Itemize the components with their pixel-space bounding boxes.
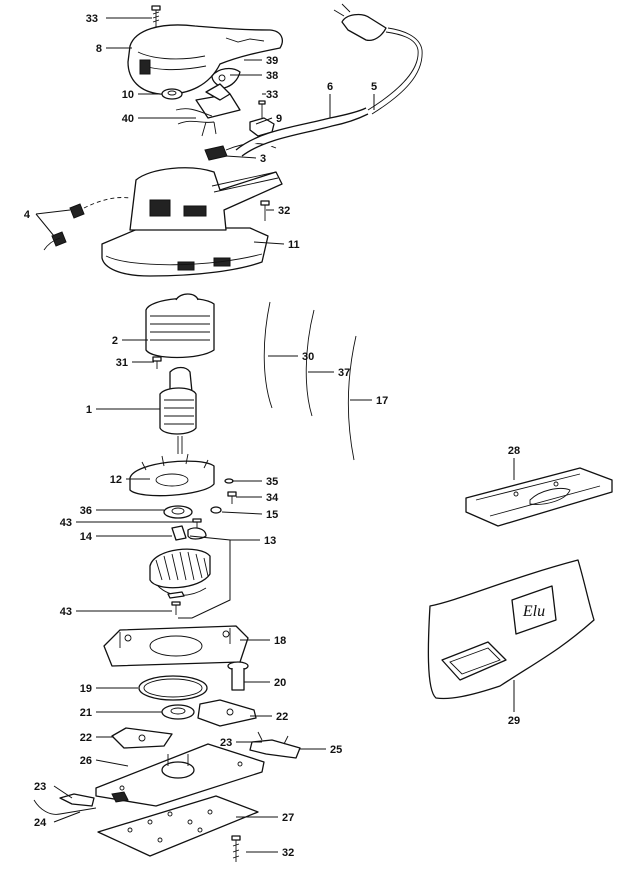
logo-mark: Elu: [522, 603, 545, 620]
power-cord-5: [235, 3, 423, 157]
label-1: 1: [86, 404, 92, 416]
stator-2: [145, 293, 215, 359]
label-14: 14: [80, 531, 93, 543]
label-39: 39: [266, 55, 278, 67]
label-37: 37: [338, 367, 350, 379]
label-26: 26: [80, 755, 92, 767]
label-38: 38: [266, 70, 278, 82]
spring-clip-25: [249, 731, 301, 759]
screw-33-mid: [258, 100, 266, 118]
label-13: 13: [264, 535, 276, 547]
fan-13: [149, 548, 211, 599]
pad-plate-26: [95, 743, 265, 807]
label-29: 29: [508, 715, 520, 727]
clip-39: [211, 67, 241, 89]
screw-32-top: [260, 200, 270, 221]
label-40: 40: [122, 113, 134, 125]
base-18: [103, 625, 249, 667]
label-17: 17: [376, 395, 388, 407]
carbon-brushes-4: [43, 197, 131, 251]
screw-31: [152, 356, 162, 369]
sanding-pad-27: [97, 795, 259, 857]
label-32-top: 32: [278, 205, 290, 217]
label-19: 19: [80, 683, 92, 695]
washer-35: [224, 478, 234, 484]
switch-40: [175, 83, 241, 137]
label-9: 9: [276, 113, 282, 125]
label-20: 20: [274, 677, 286, 689]
bearing-36: [163, 505, 193, 519]
label-28: 28: [508, 445, 520, 457]
bearing-21: [161, 704, 195, 720]
label-35: 35: [266, 476, 278, 488]
screw-43-lower: [171, 601, 181, 615]
label-22-right: 22: [276, 711, 288, 723]
label-21: 21: [80, 707, 92, 719]
label-23-left: 23: [34, 781, 46, 793]
label-22-left: 22: [80, 732, 92, 744]
label-12: 12: [110, 474, 122, 486]
label-8: 8: [96, 43, 102, 55]
leader-lines: [35, 17, 515, 853]
label-33-top: 33: [86, 13, 98, 25]
ring-10: [161, 88, 183, 100]
label-4: 4: [24, 209, 31, 221]
label-3: 3: [260, 153, 266, 165]
o-ring-19: [138, 675, 208, 701]
eccentric-14: [171, 525, 207, 541]
label-23-right: 23: [220, 737, 232, 749]
label-36: 36: [80, 505, 92, 517]
pin-20: [227, 661, 249, 691]
clamp-22-right: [197, 699, 257, 727]
dust-tray-28: [465, 467, 613, 527]
label-34: 34: [266, 492, 279, 504]
motor-bracket-12: [129, 453, 215, 497]
label-25: 25: [330, 744, 342, 756]
wire-17: [347, 335, 357, 461]
label-30: 30: [302, 351, 314, 363]
label-10: 10: [122, 89, 134, 101]
label-27: 27: [282, 812, 294, 824]
label-43-upper: 43: [60, 517, 72, 529]
label-18: 18: [274, 635, 286, 647]
label-31: 31: [116, 357, 128, 369]
label-5: 5: [371, 81, 377, 93]
spring-clip-24: [33, 791, 129, 815]
dust-bag-29: Elu: [427, 559, 595, 700]
main-housing-11: [101, 167, 283, 277]
label-2: 2: [112, 335, 118, 347]
part-number-labels: 33 8 39 38 10 33 40 9 6 5 3 4 32 11 2 30…: [24, 13, 520, 859]
wire-30: [263, 301, 273, 409]
label-32-bottom: 32: [282, 847, 294, 859]
screw-34: [227, 491, 237, 504]
label-6: 6: [327, 81, 333, 93]
clamp-22-left: [111, 727, 173, 749]
washer-15: [210, 506, 222, 514]
label-24: 24: [34, 817, 47, 829]
label-15: 15: [266, 509, 278, 521]
armature-1: [159, 366, 197, 454]
screw-43-upper: [192, 518, 202, 530]
wire-37: [305, 309, 315, 417]
label-33-mid: 33: [266, 89, 278, 101]
label-11: 11: [288, 239, 300, 251]
screw-33-top: [151, 5, 161, 28]
label-43-lower: 43: [60, 606, 72, 618]
screw-32-bottom: [231, 835, 241, 862]
